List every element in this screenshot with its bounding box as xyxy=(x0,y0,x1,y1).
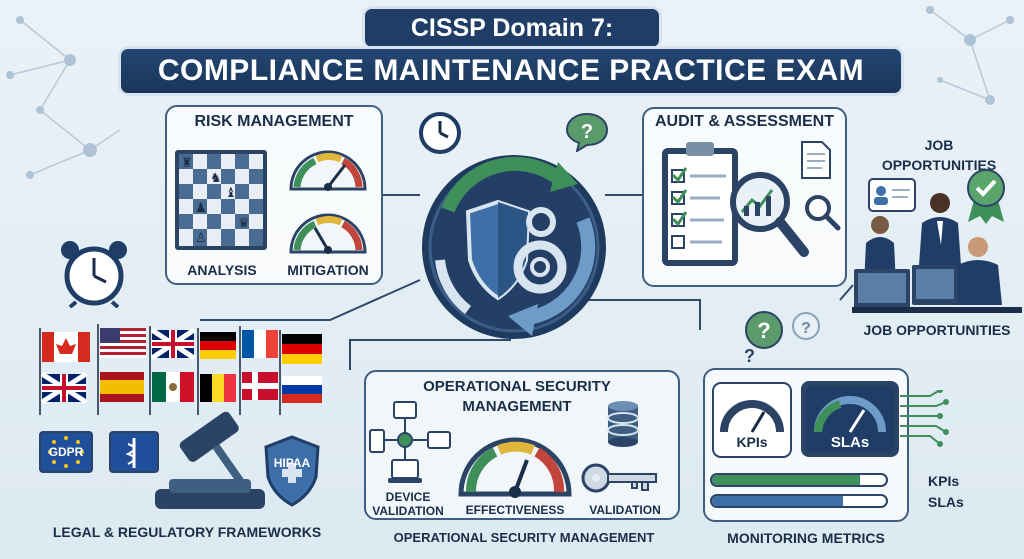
legal-frameworks-label: LEGAL & REGULATORY FRAMEWORKS xyxy=(52,524,322,540)
risk-management-title: RISK MANAGEMENT xyxy=(194,113,354,130)
circuit-lines xyxy=(900,390,949,447)
gdpr-flag-icon xyxy=(39,431,93,473)
award-badge-icon xyxy=(967,169,1005,224)
search-icon xyxy=(805,195,841,231)
ops-title: OPERATIONAL SECURITY MANAGEMENT xyxy=(423,378,611,415)
analysis-label: ANALYSIS xyxy=(187,262,257,278)
document-icon xyxy=(801,141,831,179)
gauge-icon xyxy=(289,150,367,191)
slas-bar-label: SLAs xyxy=(928,494,964,510)
slas-progress-fill xyxy=(712,496,843,506)
slas-gauge xyxy=(801,381,899,457)
job-team-illustration xyxy=(852,193,1022,313)
svg-text:♞: ♞ xyxy=(210,171,222,186)
svg-text:♛: ♛ xyxy=(238,216,250,231)
gauge-icon xyxy=(289,213,367,254)
mitigation-label: MITIGATION xyxy=(287,262,369,278)
clock-icon xyxy=(419,112,461,154)
kpis-bar-label: KPIs xyxy=(928,473,960,489)
audit-title: AUDIT & ASSESSMENT xyxy=(655,113,834,130)
hipaa-label: HIPAA xyxy=(273,456,311,470)
database-icon xyxy=(607,401,639,447)
svg-text:?: ? xyxy=(757,318,770,343)
alarm-clock-icon xyxy=(61,241,127,308)
svg-text:♟: ♟ xyxy=(195,201,207,216)
magnifier-chart-icon xyxy=(730,172,809,257)
svg-text:?: ? xyxy=(581,121,593,143)
kpis-progress-fill xyxy=(712,475,860,485)
kpis-gauge xyxy=(712,382,792,458)
kpis-gauge-label: KPIs xyxy=(736,434,768,450)
effectiveness-gauge xyxy=(458,437,572,498)
flags-illustration xyxy=(39,324,322,415)
device-validation-label: DEVICE VALIDATION xyxy=(372,490,444,518)
hipaa-shield-icon xyxy=(264,435,320,507)
profile-card-icon xyxy=(868,178,916,212)
chessboard-icon: ♜ ♞♟ ♝♛ ♙ xyxy=(175,150,267,250)
monitoring-metrics-label: MONITORING METRICS xyxy=(727,530,885,546)
title-line1: CISSP Domain 7: xyxy=(362,6,662,50)
question-bubble-icon: ? xyxy=(565,112,609,152)
svg-text:♜: ♜ xyxy=(181,156,193,171)
svg-text:♙: ♙ xyxy=(195,231,207,246)
effectiveness-label: EFFECTIVENESS xyxy=(465,503,565,517)
job-opportunities-label: JOB OPPORTUNITIES xyxy=(863,322,1011,338)
page-title: COMPLIANCE MAINTENANCE PRACTICE EXAM xyxy=(118,46,904,96)
medical-flag-icon xyxy=(109,431,159,473)
svg-text:♝: ♝ xyxy=(225,186,237,201)
ops-management-label: OPERATIONAL SECURITY MANAGEMENT xyxy=(393,530,655,545)
slas-progress-bar xyxy=(710,494,888,508)
network-diagram-icon xyxy=(369,401,451,483)
job-opportunities-title: JOB OPPORTUNITIES xyxy=(881,137,997,173)
slas-gauge-label: SLAs xyxy=(830,434,870,451)
question-icon: ? ? ? xyxy=(744,311,820,364)
svg-text:?: ? xyxy=(744,346,755,364)
validation-label: VALIDATION xyxy=(589,503,661,517)
clipboard-checklist-icon xyxy=(662,142,738,266)
kpis-progress-bar xyxy=(710,473,888,487)
svg-text:?: ? xyxy=(801,320,811,337)
gdpr-label: GDPR xyxy=(48,445,84,459)
key-icon xyxy=(581,463,657,493)
gavel-icon xyxy=(155,411,265,509)
central-emblem xyxy=(422,155,606,339)
